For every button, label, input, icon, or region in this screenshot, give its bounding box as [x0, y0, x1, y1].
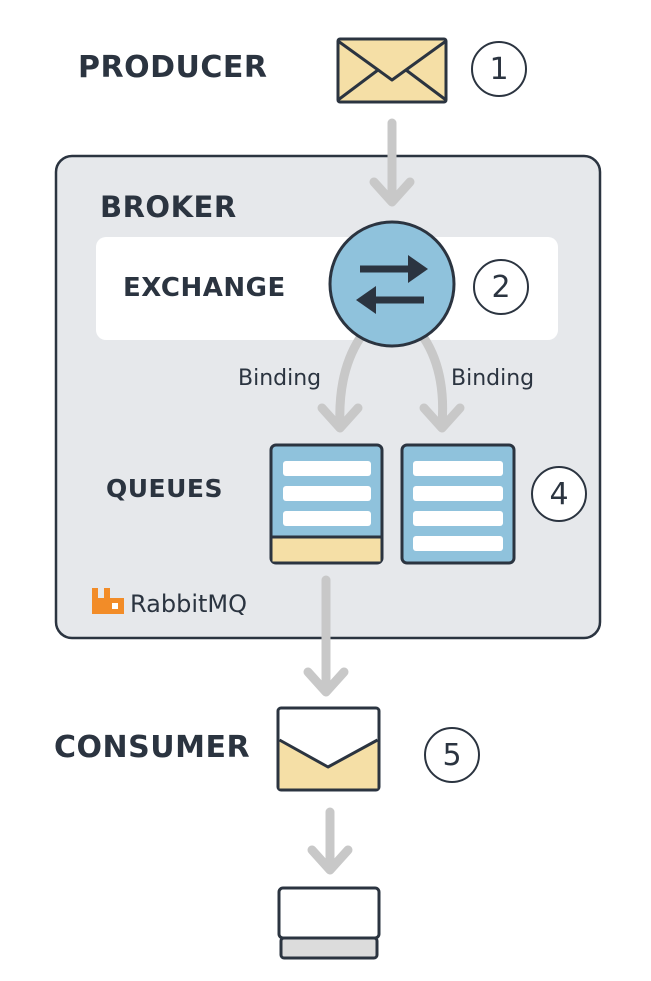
- binding-arrow-right: [419, 333, 465, 433]
- arrow-queue-to-consumer: [303, 575, 349, 697]
- arrow-producer-to-exchange: [369, 118, 415, 207]
- rabbitmq-logo-text: RabbitMQ: [130, 590, 247, 618]
- arrow-consumer-to-app: [307, 807, 353, 875]
- exchange-label: EXCHANGE: [123, 273, 286, 303]
- queue-1-icon: [269, 443, 384, 565]
- step-2-badge: 2: [473, 259, 529, 315]
- broker-container: [54, 154, 602, 640]
- exchange-icon: [328, 220, 456, 348]
- consumer-label: CONSUMER: [54, 730, 251, 765]
- step-5-badge: 5: [424, 727, 480, 783]
- binding-arrow-left: [317, 333, 365, 433]
- queues-label: QUEUES: [106, 474, 224, 503]
- broker-label: BROKER: [100, 190, 237, 224]
- consumer-app-icon: [277, 886, 381, 960]
- consumer-envelope-icon: [276, 706, 381, 792]
- binding-label-right: Binding: [451, 366, 535, 391]
- queue-2-icon: [400, 443, 516, 565]
- step-4-badge: 4: [531, 466, 587, 522]
- rabbitmq-logo-icon: [92, 588, 124, 614]
- binding-label-left: Binding: [238, 366, 322, 391]
- producer-envelope-icon: [336, 37, 448, 104]
- producer-label: PRODUCER: [78, 50, 268, 85]
- step-1-badge: 1: [471, 41, 527, 97]
